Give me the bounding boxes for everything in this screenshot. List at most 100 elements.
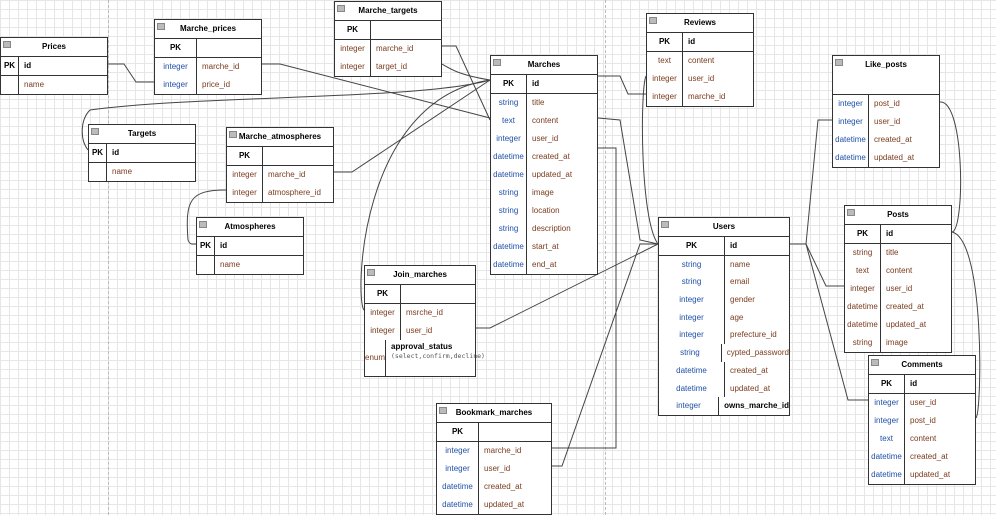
table-title[interactable]: Like_posts — [833, 56, 939, 95]
collapse-icon[interactable] — [367, 269, 375, 276]
table-title[interactable]: Join_marches — [365, 266, 475, 285]
collapse-icon[interactable] — [493, 59, 501, 66]
collapse-icon[interactable] — [847, 209, 855, 216]
table-row[interactable]: PK — [365, 285, 475, 304]
table-title[interactable]: Prices — [1, 38, 107, 57]
table-title[interactable]: Targets — [89, 125, 195, 144]
collapse-icon[interactable] — [229, 131, 237, 138]
table-row[interactable]: name — [197, 256, 303, 274]
table-row[interactable]: PK — [227, 147, 333, 166]
table-title[interactable]: Marches — [491, 56, 597, 75]
collapse-icon[interactable] — [199, 221, 207, 228]
collapse-icon[interactable] — [91, 128, 99, 135]
collapse-icon[interactable] — [835, 59, 843, 66]
table-title[interactable]: Marche_atmospheres — [227, 128, 333, 147]
collapse-icon[interactable] — [3, 41, 11, 48]
collapse-icon[interactable] — [337, 5, 345, 12]
table-title[interactable]: Posts — [845, 206, 951, 225]
table-row[interactable]: name — [89, 163, 195, 181]
table-title[interactable]: Bookmark_marches — [437, 404, 551, 423]
table-title[interactable]: Comments — [869, 356, 975, 375]
table-row[interactable]: PK — [155, 39, 261, 58]
table-row[interactable]: PK — [335, 21, 441, 40]
table-title[interactable]: Marche_targets — [335, 2, 441, 21]
collapse-icon[interactable] — [439, 407, 447, 414]
collapse-icon[interactable] — [661, 221, 669, 228]
table-title[interactable]: Atmospheres — [197, 218, 303, 237]
table-title[interactable]: Reviews — [647, 14, 753, 33]
table-row[interactable]: PK — [437, 423, 551, 442]
collapse-icon[interactable] — [649, 17, 657, 24]
table-title[interactable]: Users — [659, 218, 789, 237]
collapse-icon[interactable] — [871, 359, 879, 366]
table-title[interactable]: Marche_prices — [155, 20, 261, 39]
